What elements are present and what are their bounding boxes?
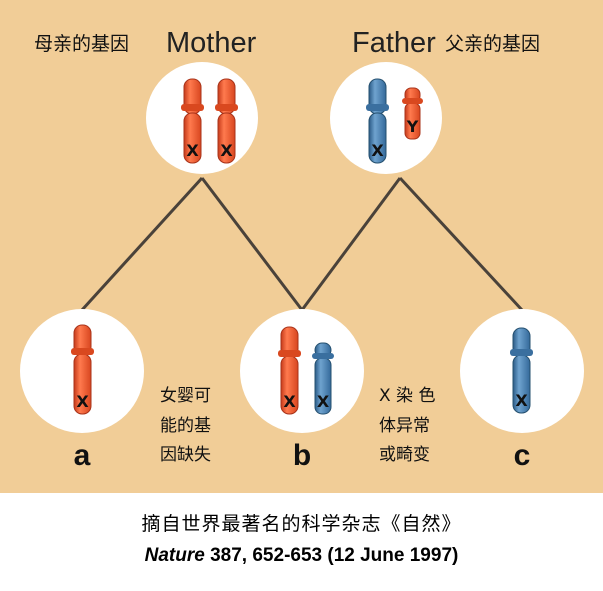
- offspring-a-chromosome-label: X: [76, 392, 89, 411]
- line-mother-to-b: [200, 177, 304, 311]
- citation-details: 387, 652-653 (12 June 1997): [204, 545, 459, 566]
- offspring-b-circle: [240, 309, 364, 433]
- line-father-to-c: [398, 176, 524, 312]
- note-right-line-3: 或畸变: [379, 445, 430, 465]
- mother-x-chromosome-2: X: [215, 78, 238, 164]
- offspring-b-letter: b: [293, 439, 311, 472]
- offspring-b-paternal-chromosome: X: [312, 342, 334, 415]
- mother-chinese-label: 母亲的基因: [34, 33, 129, 55]
- father-y-label: Y: [406, 117, 419, 136]
- note-right-line-2: 体异常: [379, 416, 430, 436]
- offspring-a-chromosome: X: [71, 324, 94, 415]
- offspring-c-chromosome-label: X: [515, 391, 528, 410]
- note-left-line-2: 能的基: [160, 416, 211, 436]
- offspring-b-paternal-label: X: [317, 392, 330, 411]
- line-father-to-b: [300, 177, 402, 311]
- mother-label: Mother: [166, 27, 257, 59]
- mother-circle: [146, 62, 258, 174]
- offspring-b-maternal-label: X: [283, 392, 296, 411]
- note-right-line-1: X 染 色: [379, 386, 435, 406]
- offspring-a-letter: a: [74, 439, 91, 472]
- mother-chromosome-1-label: X: [186, 141, 199, 160]
- offspring-b-maternal-chromosome: X: [278, 326, 301, 415]
- journal-name: Nature: [144, 545, 205, 566]
- note-left-line-1: 女婴可: [160, 386, 211, 406]
- pedigree-lines: [80, 176, 524, 312]
- line-mother-to-a: [80, 176, 204, 312]
- father-label: Father: [352, 27, 436, 59]
- mother-x-chromosome-1: X: [181, 78, 204, 164]
- note-left-line-3: 因缺失: [160, 445, 211, 465]
- caption-citation: Nature 387, 652-653 (12 June 1997): [0, 545, 603, 567]
- father-chinese-label: 父亲的基因: [445, 33, 540, 55]
- father-x-label: X: [371, 141, 384, 160]
- inheritance-diagram: 母亲的基因 Mother Father 父亲的基因 X X: [20, 27, 584, 472]
- father-x-chromosome: X: [366, 78, 389, 164]
- offspring-c-chromosome: X: [510, 327, 533, 414]
- caption-title: 摘自世界最著名的科学杂志《自然》: [141, 513, 462, 535]
- father-y-chromosome: Y: [402, 87, 423, 140]
- offspring-c-letter: c: [514, 439, 531, 472]
- diagram-panel: 母亲的基因 Mother Father 父亲的基因 X X: [0, 0, 603, 493]
- mother-chromosome-2-label: X: [220, 141, 233, 160]
